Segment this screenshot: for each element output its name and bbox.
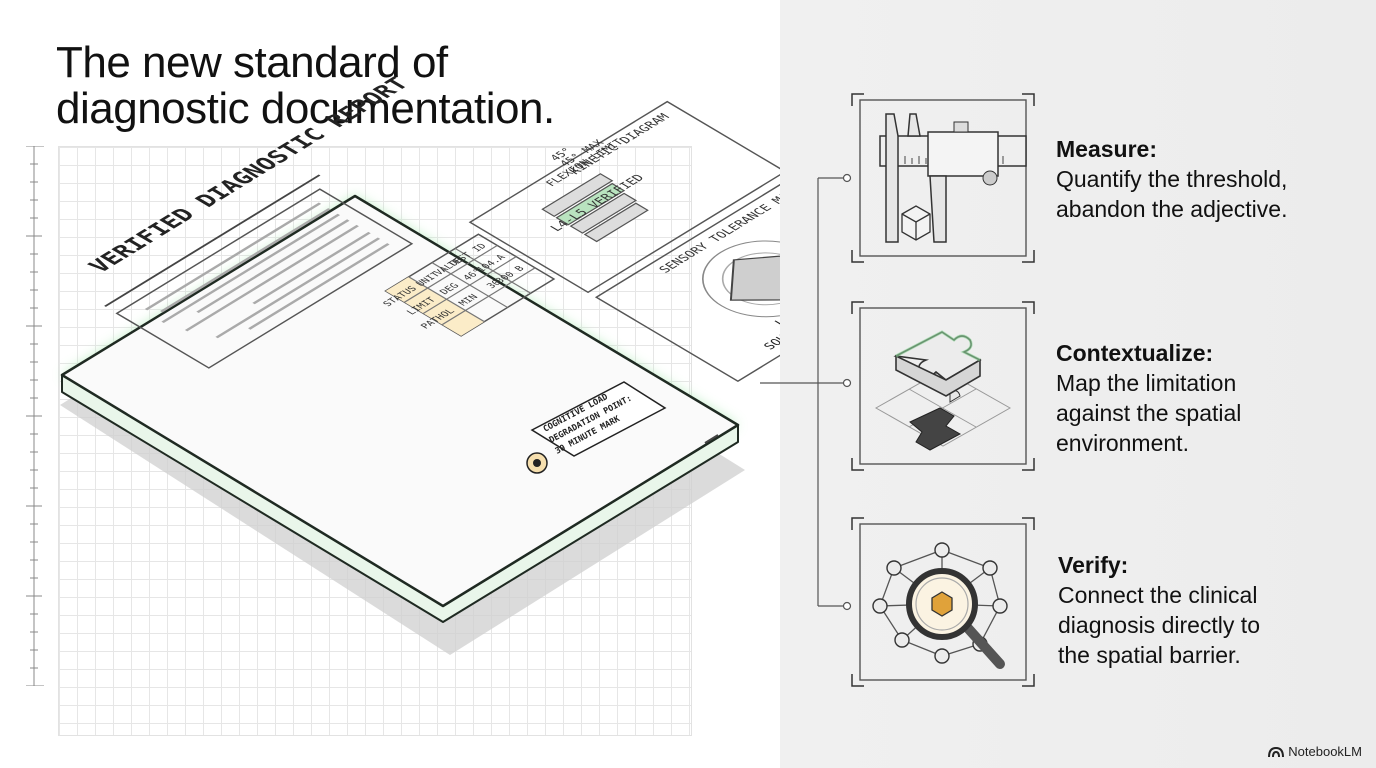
puzzle-icon — [851, 301, 1035, 471]
feature-contextualize-line-3: environment. — [1056, 430, 1189, 456]
spine-graphic — [541, 173, 649, 243]
feature-measure-title: Measure: — [1056, 136, 1157, 162]
feature-verify-title: Verify: — [1058, 552, 1129, 578]
data-table — [384, 233, 556, 337]
feature-verify: Verify: Connect the clinical diagnosis d… — [1058, 550, 1260, 670]
feature-verify-line-3: the spatial barrier. — [1058, 642, 1241, 668]
feature-measure: Measure: Quantify the threshold, abandon… — [1056, 134, 1287, 224]
feature-measure-line-1: Quantify the threshold, — [1056, 166, 1288, 192]
verify-icon-frame — [850, 516, 1036, 688]
feature-contextualize-line-1: Map the limitation — [1056, 370, 1237, 396]
title-line-2: diagnostic documentation. — [56, 84, 555, 133]
sensory-panel — [594, 175, 780, 383]
brand-logo: NotebookLM — [1268, 744, 1362, 759]
vertical-ruler — [26, 146, 44, 686]
radar-chart — [701, 240, 780, 318]
brand-name: NotebookLM — [1288, 744, 1362, 759]
kinetic-panel — [468, 100, 780, 294]
text-block-panel — [115, 188, 414, 369]
feature-measure-line-2: abandon the adjective. — [1056, 196, 1288, 222]
contextualize-icon-frame — [850, 300, 1036, 472]
page-title: The new standard of diagnostic documenta… — [56, 40, 555, 132]
feature-contextualize: Contextualize: Map the limitation agains… — [1056, 338, 1241, 458]
right-panel — [780, 0, 1376, 768]
feature-verify-line-2: diagnosis directly to — [1058, 612, 1260, 638]
report-sheet — [60, 194, 740, 608]
table-cell-1-1: 30 — [485, 279, 504, 291]
notebooklm-icon — [1268, 746, 1285, 757]
title-line-1: The new standard of — [56, 38, 448, 87]
report-illustration: VERIFIED DIAGNOSTIC REPORT KINETIC DIAGR… — [60, 74, 780, 655]
measure-icon-frame — [850, 92, 1036, 264]
feature-contextualize-line-2: against the spatial — [1056, 400, 1242, 426]
caliper-icon — [851, 93, 1035, 263]
feature-contextualize-title: Contextualize: — [1056, 340, 1214, 366]
feature-verify-line-1: Connect the clinical — [1058, 582, 1258, 608]
magnifier-network-icon — [851, 517, 1035, 687]
